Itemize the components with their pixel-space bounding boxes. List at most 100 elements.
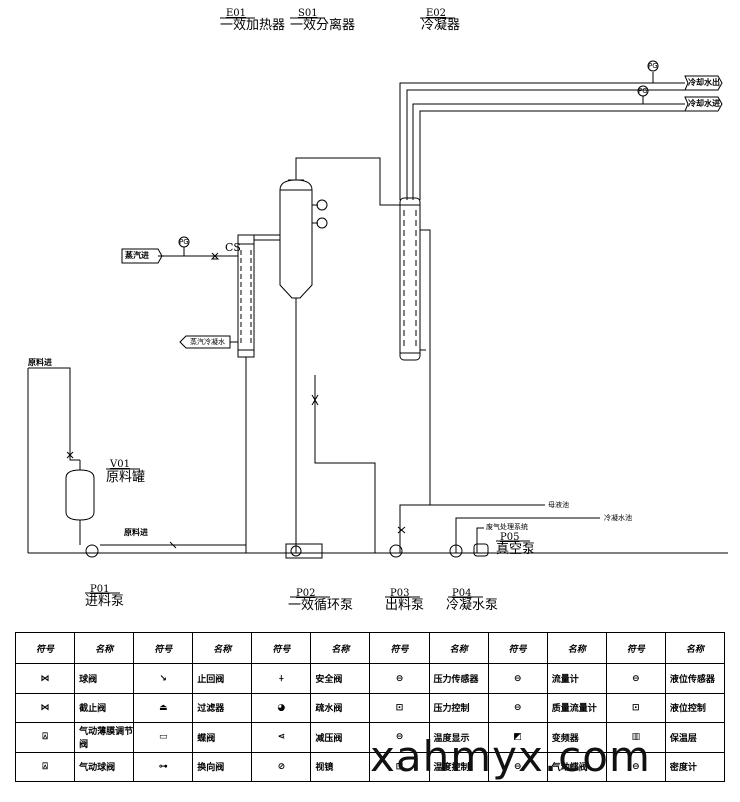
legend-header-name: 名称: [428, 631, 489, 665]
legend-symbol: ▭: [133, 722, 194, 753]
legend-name: 安全阀: [310, 663, 371, 694]
condenser-e02: [399, 197, 431, 553]
legend-header-symbol: 符号: [605, 631, 666, 665]
legend-symbol: ⍭: [251, 663, 312, 694]
legend-name: 减压阀: [310, 722, 371, 753]
legend-symbol: ⊖: [487, 663, 548, 694]
legend-name: 气动球阀: [74, 751, 135, 783]
circulation-pump-p02: [285, 543, 323, 559]
pg-tag-3: PG: [179, 238, 189, 246]
legend-name: 液位传感器: [664, 663, 726, 694]
pumps: [85, 543, 489, 559]
heater-e01: [121, 234, 280, 553]
feed-in-bottom-label: 原料进: [124, 528, 148, 537]
legend-header-symbol: 符号: [369, 631, 430, 665]
feed-in-top-label: 原料进: [28, 358, 52, 367]
pressure-indicator-s01: [316, 217, 328, 229]
legend-symbol: ⊖: [605, 663, 666, 694]
separator-s01: [279, 157, 400, 553]
vacuum-pump-p05: [473, 543, 489, 557]
legend-symbol: ⍓: [14, 751, 76, 783]
p01-name: 进料泵: [85, 594, 125, 609]
e01-code: E01: [226, 8, 247, 19]
e01-name: 一效加热器: [220, 18, 286, 33]
v01-name: 原料罐: [106, 470, 146, 485]
p02-code: P02: [296, 588, 316, 599]
legend-name: 密度计: [664, 751, 726, 783]
p05-name: 真空泵: [496, 542, 536, 557]
legend-row: ⍓ 气动球阀 ⊶ 换向阀 ⊘ 视镜 ⊡ 温度控制 ⊖ 气动蝶阀 ⊖ 密度计: [14, 751, 726, 783]
s01-code: S01: [298, 8, 318, 19]
p01-code: P01: [90, 584, 110, 595]
mother-liquor-pool-label: 母液池: [548, 501, 569, 509]
feed-tank-v01: [27, 367, 246, 553]
legend-name: 液位控制: [664, 692, 726, 724]
legend-symbol: ↘: [133, 663, 194, 694]
legend-name: 过滤器: [192, 692, 253, 724]
legend-symbol: ⋖: [251, 722, 312, 753]
legend-header-name: 名称: [664, 631, 726, 665]
legend-symbol: ⊘: [251, 751, 312, 783]
legend-header-symbol: 符号: [251, 631, 312, 665]
legend-symbol: ▥: [605, 722, 666, 753]
legend-header-symbol: 符号: [133, 631, 194, 665]
p03-name: 出料泵: [385, 598, 425, 613]
pressure-gauge-cw-in: [637, 85, 649, 97]
legend-name: 蝶阀: [192, 722, 253, 753]
legend-name: 止回阀: [192, 663, 253, 694]
steam-condensate-label: 蒸汽冷凝水: [190, 338, 225, 346]
legend-symbol: ⊡: [369, 692, 430, 724]
legend-symbol: ⊡: [605, 692, 666, 724]
legend-row: ⋈ 球阀 ↘ 止回阀 ⍭ 安全阀 ⊖ 压力传感器 ⊖ 流量计 ⊖ 液位传感器: [14, 663, 726, 694]
legend-name: 疏水阀: [310, 692, 371, 724]
p05-code: P05: [500, 532, 520, 543]
legend-header-symbol: 符号: [487, 631, 548, 665]
legend-symbol: ⊡: [369, 751, 430, 783]
legend-name: 压力传感器: [428, 663, 489, 694]
process-flow-diagram: [27, 17, 728, 598]
s01-name: 一效分离器: [290, 18, 356, 33]
condensate-pump-p04: [449, 544, 463, 558]
pg-tag-2: PG: [638, 87, 648, 95]
legend-header-row: 符号 名称 符号 名称 符号 名称 符号 名称 符号 名称 符号 名称: [14, 631, 726, 665]
p04-code: P04: [452, 588, 472, 599]
legend-header-symbol: 符号: [14, 631, 76, 665]
steam-in-label: 蒸汽进: [125, 251, 149, 260]
p03-code: P03: [390, 588, 410, 599]
legend-name: 流量计: [546, 663, 607, 694]
legend-header-name: 名称: [192, 631, 253, 665]
cooling-water-lines: [399, 60, 723, 200]
legend-name: 换向阀: [192, 751, 253, 783]
legend-name: 温度显示: [428, 722, 489, 753]
legend-header-name: 名称: [546, 631, 607, 665]
process-lines: [311, 375, 600, 553]
legend-name: 变频器: [546, 722, 607, 753]
legend-symbol: ⋈: [14, 663, 76, 694]
legend-name: 气动薄膜调节阀: [74, 722, 135, 753]
legend-name: 球阀: [74, 663, 135, 694]
legend-name: 压力控制: [428, 692, 489, 724]
legend-table: 符号 名称 符号 名称 符号 名称 符号 名称 符号 名称 符号 名称 ⋈ 球阀…: [14, 631, 726, 783]
code-underlines: [85, 17, 530, 598]
legend-symbol: ⊶: [133, 751, 194, 783]
p04-name: 冷凝水泵: [446, 598, 499, 613]
legend-name: 截止阀: [74, 692, 135, 724]
legend-row: ⋈ 截止阀 ⏏ 过滤器 ◕ 疏水阀 ⊡ 压力控制 ⊖ 质量流量计 ⊡ 液位控制: [14, 692, 726, 724]
feed-pump-p01: [85, 544, 99, 558]
v01-code: V01: [110, 459, 130, 470]
cs-tag: CS: [225, 241, 241, 254]
condensate-pool-label: 冷凝水池: [604, 514, 632, 522]
legend-symbol: ◕: [251, 692, 312, 724]
p02-name: 一效循环泵: [288, 598, 354, 613]
cooling-water-in-label: 冷却水进: [688, 99, 720, 108]
legend-symbol: ⊖: [487, 692, 548, 724]
legend-symbol: ⊖: [369, 663, 430, 694]
legend-name: 视镜: [310, 751, 371, 783]
legend-header-name: 名称: [74, 631, 135, 665]
pressure-gauge-cw-out: [647, 60, 659, 72]
steam-in-tag: [121, 248, 163, 264]
pg-tag-1: PG: [648, 62, 658, 70]
legend-name: 质量流量计: [546, 692, 607, 724]
exhaust-treatment-label: 废气处理系统: [486, 523, 528, 531]
cooling-water-out-label: 冷却水出: [688, 78, 720, 87]
